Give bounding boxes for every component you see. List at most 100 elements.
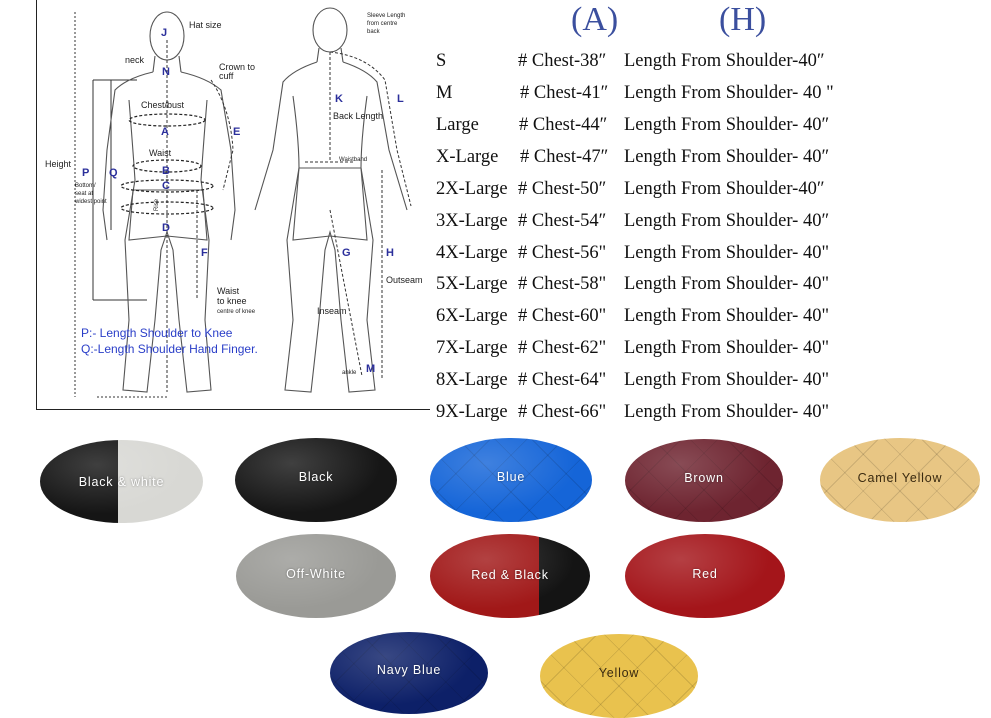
size-chest: # Chest-64" [518, 370, 607, 390]
bottom-seat-label-2: seat at [75, 191, 93, 197]
waist-label: Waist [149, 148, 172, 158]
swatch-navy-blue[interactable]: Navy Blue [330, 632, 488, 714]
size-name: 8X-Large [436, 370, 508, 390]
crown-to-cuff-label-2: cuff [219, 71, 234, 81]
size-length: Length From Shoulder- 40" [624, 402, 830, 422]
swatch-label: Camel Yellow [857, 471, 943, 485]
swatch-label: Red & Black [471, 568, 549, 582]
marker-m: M [366, 363, 375, 375]
size-chest: # Chest-38″ [518, 51, 607, 71]
legend-q: Q:-Length Shoulder Hand Finger. [81, 342, 258, 356]
sleeve-length-label-1: Sleeve Length [367, 13, 405, 19]
back-length-label: Back Length [333, 111, 383, 121]
size-chest: # Chest-54″ [518, 211, 607, 231]
outseam-label: Outseam [386, 275, 423, 285]
hat-size-label: Hat size [189, 20, 222, 30]
size-name: M [436, 83, 453, 103]
swatch-label: Blue [496, 470, 526, 484]
size-chest: # Chest-62" [518, 338, 607, 358]
swatch-label: Brown [684, 470, 724, 485]
sleeve-length-label-3: back [367, 29, 381, 35]
size-length: Length From Shoulder- 40″ [624, 211, 830, 231]
size-chest: # Chest-66" [518, 402, 607, 422]
size-name: S [436, 51, 447, 71]
size-length: Length From Shoulder- 40" [624, 274, 830, 294]
back-figure [254, 7, 408, 393]
size-chest: # Chest-41″ [520, 83, 609, 103]
marker-f: F [201, 247, 208, 259]
size-name: 3X-Large [436, 211, 508, 231]
swatch-red-black[interactable]: Red & Black [430, 534, 590, 618]
size-chest: # Chest-44″ [519, 115, 608, 135]
size-chest: # Chest-56" [518, 243, 607, 263]
swatch-blue[interactable]: Blue [430, 438, 592, 522]
marker-c: C [162, 180, 170, 192]
bottom-seat-label-3: widest point [74, 199, 107, 205]
size-chest: # Chest-58" [518, 274, 607, 294]
crown-to-cuff-label: Crown to [219, 62, 255, 72]
size-chest: # Chest-60" [518, 306, 607, 326]
bottom-seat-label-1: Bottom/ [75, 183, 96, 189]
size-length: Length From Shoulder- 40" [624, 306, 830, 326]
swatch-label: Yellow [598, 666, 640, 680]
waist-to-knee-label-2: to knee [217, 296, 247, 306]
swatch-brown[interactable]: Brown [625, 439, 783, 522]
ankle-label: ankle [342, 370, 357, 376]
marker-d: D [162, 222, 170, 234]
swatch-label: Off-White [286, 567, 346, 581]
waistband-label: Waistband [339, 157, 367, 163]
marker-e: E [233, 126, 240, 138]
neck-label: neck [125, 55, 145, 65]
measurement-diagram: Hat size neck Crown to cuff Chest/bust W… [36, 0, 430, 410]
marker-h: H [386, 247, 394, 259]
size-length: Length From Shoulder- 40" [624, 370, 830, 390]
column-head-h: (H) [719, 1, 767, 38]
legend-p: P:- Length Shoulder to Knee [81, 326, 233, 340]
size-length: Length From Shoulder- 40″ [624, 115, 830, 135]
swatch-label: Black & white [78, 474, 165, 489]
size-name: 6X-Large [436, 306, 508, 326]
marker-a: A [161, 126, 169, 138]
body-figures: Hat size neck Crown to cuff Chest/bust W… [45, 7, 423, 398]
marker-n: N [162, 66, 170, 78]
waist-to-knee-label-3: centre of knee [217, 309, 256, 315]
chest-bust-label: Chest/bust [141, 100, 185, 110]
size-name: 2X-Large [436, 179, 508, 199]
swatch-black-white[interactable]: Black & white [40, 440, 203, 523]
size-length: Length From Shoulder- 40" [624, 338, 830, 358]
size-name: 7X-Large [436, 338, 508, 358]
size-name: 5X-Large [436, 274, 508, 294]
swatch-label: Navy Blue [376, 663, 442, 677]
size-length: Length From Shoulder-40″ [624, 179, 825, 199]
size-name: 9X-Large [436, 402, 508, 422]
marker-b: B [162, 165, 170, 177]
size-chest: # Chest-50″ [518, 179, 607, 199]
swatch-label: Red [692, 567, 718, 581]
size-chest: # Chest-47″ [520, 147, 609, 167]
size-length: Length From Shoulder-40″ [624, 51, 825, 71]
marker-j: J [161, 27, 167, 39]
marker-k: K [335, 93, 343, 105]
height-label: Height [45, 159, 72, 169]
swatch-red[interactable]: Red [625, 534, 785, 618]
swatch-off-white[interactable]: Off-White [236, 534, 396, 618]
marker-l: L [397, 93, 404, 105]
swatch-label: Black [298, 470, 334, 484]
marker-p: P [82, 167, 89, 179]
size-length: Length From Shoulder- 40″ [624, 147, 830, 167]
swatch-black[interactable]: Black [235, 438, 397, 522]
marker-q: Q [109, 167, 118, 179]
marker-g: G [342, 247, 351, 259]
rise-label: Rise [154, 198, 160, 211]
column-head-a: (A) [571, 1, 619, 38]
size-length: Length From Shoulder- 40 " [624, 83, 834, 103]
sleeve-length-label-2: from centre [367, 21, 398, 27]
inseam-label: Inseam [317, 306, 347, 316]
swatch-yellow[interactable]: Yellow [540, 634, 698, 718]
swatch-camel-yellow[interactable]: Camel Yellow [820, 438, 980, 522]
size-name: X-Large [436, 147, 499, 167]
size-name: 4X-Large [436, 243, 508, 263]
size-name: Large [436, 115, 479, 135]
size-length: Length From Shoulder- 40" [624, 243, 830, 263]
waist-to-knee-label-1: Waist [217, 286, 240, 296]
